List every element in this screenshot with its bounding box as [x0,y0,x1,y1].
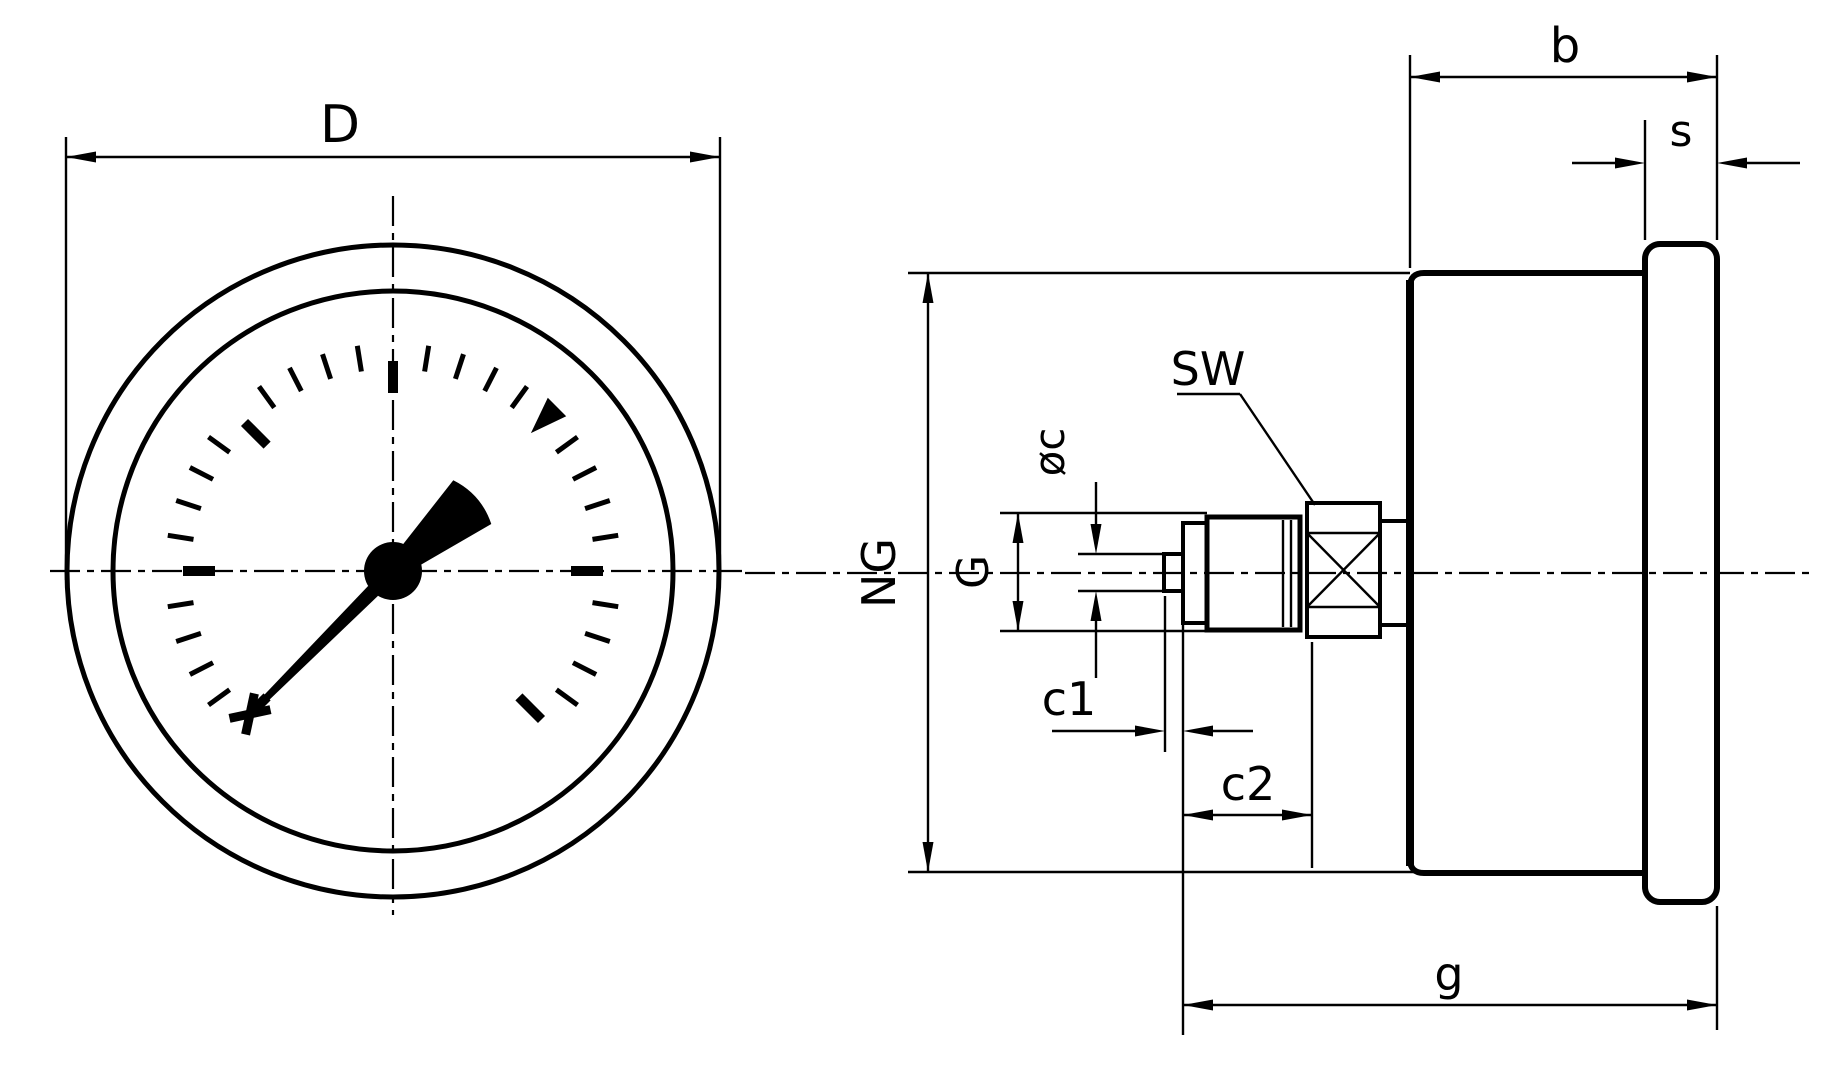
dim-b-label: b [1550,18,1580,74]
dim-b-arrow-left [1410,71,1440,83]
callout-SW-label: SW [1171,342,1246,396]
dim-g-arrow-right [1687,999,1717,1011]
dial-minor-tick [207,434,232,455]
dial-minor-tick [592,600,619,610]
dimension-oc: øc [1025,428,1164,678]
callout-SW-leader-line [1239,393,1316,506]
dial-minor-tick [422,345,432,372]
dimension-s: s [1572,106,1800,240]
dim-b-arrow-right [1687,71,1717,83]
dial-minor-tick [188,660,215,677]
pointer-needle [246,585,379,719]
nut-cross-diagonal-2 [1306,532,1381,608]
dim-G-arrow-bottom [1012,601,1024,631]
dim-c1-arrow-right [1183,725,1213,737]
scale-max-wedge-marker [530,397,567,434]
dim-D-label: D [320,95,360,155]
dimension-c1: c1 [1042,596,1253,1035]
pointer-hub [364,542,422,600]
dim-oc-arrow-bottom [1090,591,1102,621]
needle-tip-cross-arm-2 [228,705,272,723]
dim-g-label: g [1434,947,1463,1001]
dial-minor-tick [584,631,611,644]
bezel-inner-circle [110,288,676,854]
dim-c2-label: c2 [1221,757,1276,811]
dim-c1-label: c1 [1042,672,1097,726]
dial-minor-tick [256,385,277,410]
side-view: NG b s øc [745,18,1812,1035]
dim-g-arrow-left [1183,999,1213,1011]
hex-nut [1305,501,1382,639]
dial-minor-tick [320,353,333,380]
dimension-NG: NG [852,271,1414,874]
dim-D-arrow-right [690,151,720,163]
dial-minor-tick [453,353,466,380]
dim-NG-label: NG [852,538,906,608]
dimension-G: G [948,511,1207,633]
dim-NG-arrow-top [922,273,934,303]
dial-minor-tick [509,385,530,410]
dial-minor-tick [592,532,619,542]
dial-minor-tick [571,660,598,677]
dimension-c2: c2 [1183,642,1314,868]
dimension-D: D [64,95,722,580]
dim-oc-label: øc [1025,428,1074,477]
dim-oc-arrow-top [1090,524,1102,554]
dial-minor-tick [571,465,598,482]
callout-SW: SW [1171,342,1316,506]
pointer-counterweight [401,480,492,567]
dial-minor-tick [167,532,194,542]
dial-major-tick [240,418,271,449]
dial-minor-tick [175,498,202,511]
dial-major-tick [515,693,546,724]
dim-G-arrow-top [1012,513,1024,543]
dim-s-arrow-left [1615,157,1645,169]
dial-minor-tick [554,687,579,708]
dim-c1-arrow-left [1135,725,1165,737]
dim-D-arrow-left [66,151,96,163]
dial-minor-tick [584,498,611,511]
dim-c2-arrow-right [1282,809,1312,821]
dial-minor-tick [482,366,499,393]
dial-minor-tick [354,345,364,372]
dial-minor-tick [167,600,194,610]
dial-minor-tick [287,366,304,393]
dial-minor-tick [554,434,579,455]
dim-c2-arrow-left [1183,809,1213,821]
dimension-g: g [1183,906,1719,1030]
dim-s-arrow-right [1717,157,1747,169]
dim-s-label: s [1670,106,1693,157]
dial-minor-tick [175,631,202,644]
dim-G-label: G [948,555,999,589]
dim-NG-arrow-bottom [922,842,934,872]
dial-minor-tick [207,687,232,708]
dial-minor-tick [188,465,215,482]
front-view: D [50,95,742,915]
dimension-b: b [1408,18,1719,268]
